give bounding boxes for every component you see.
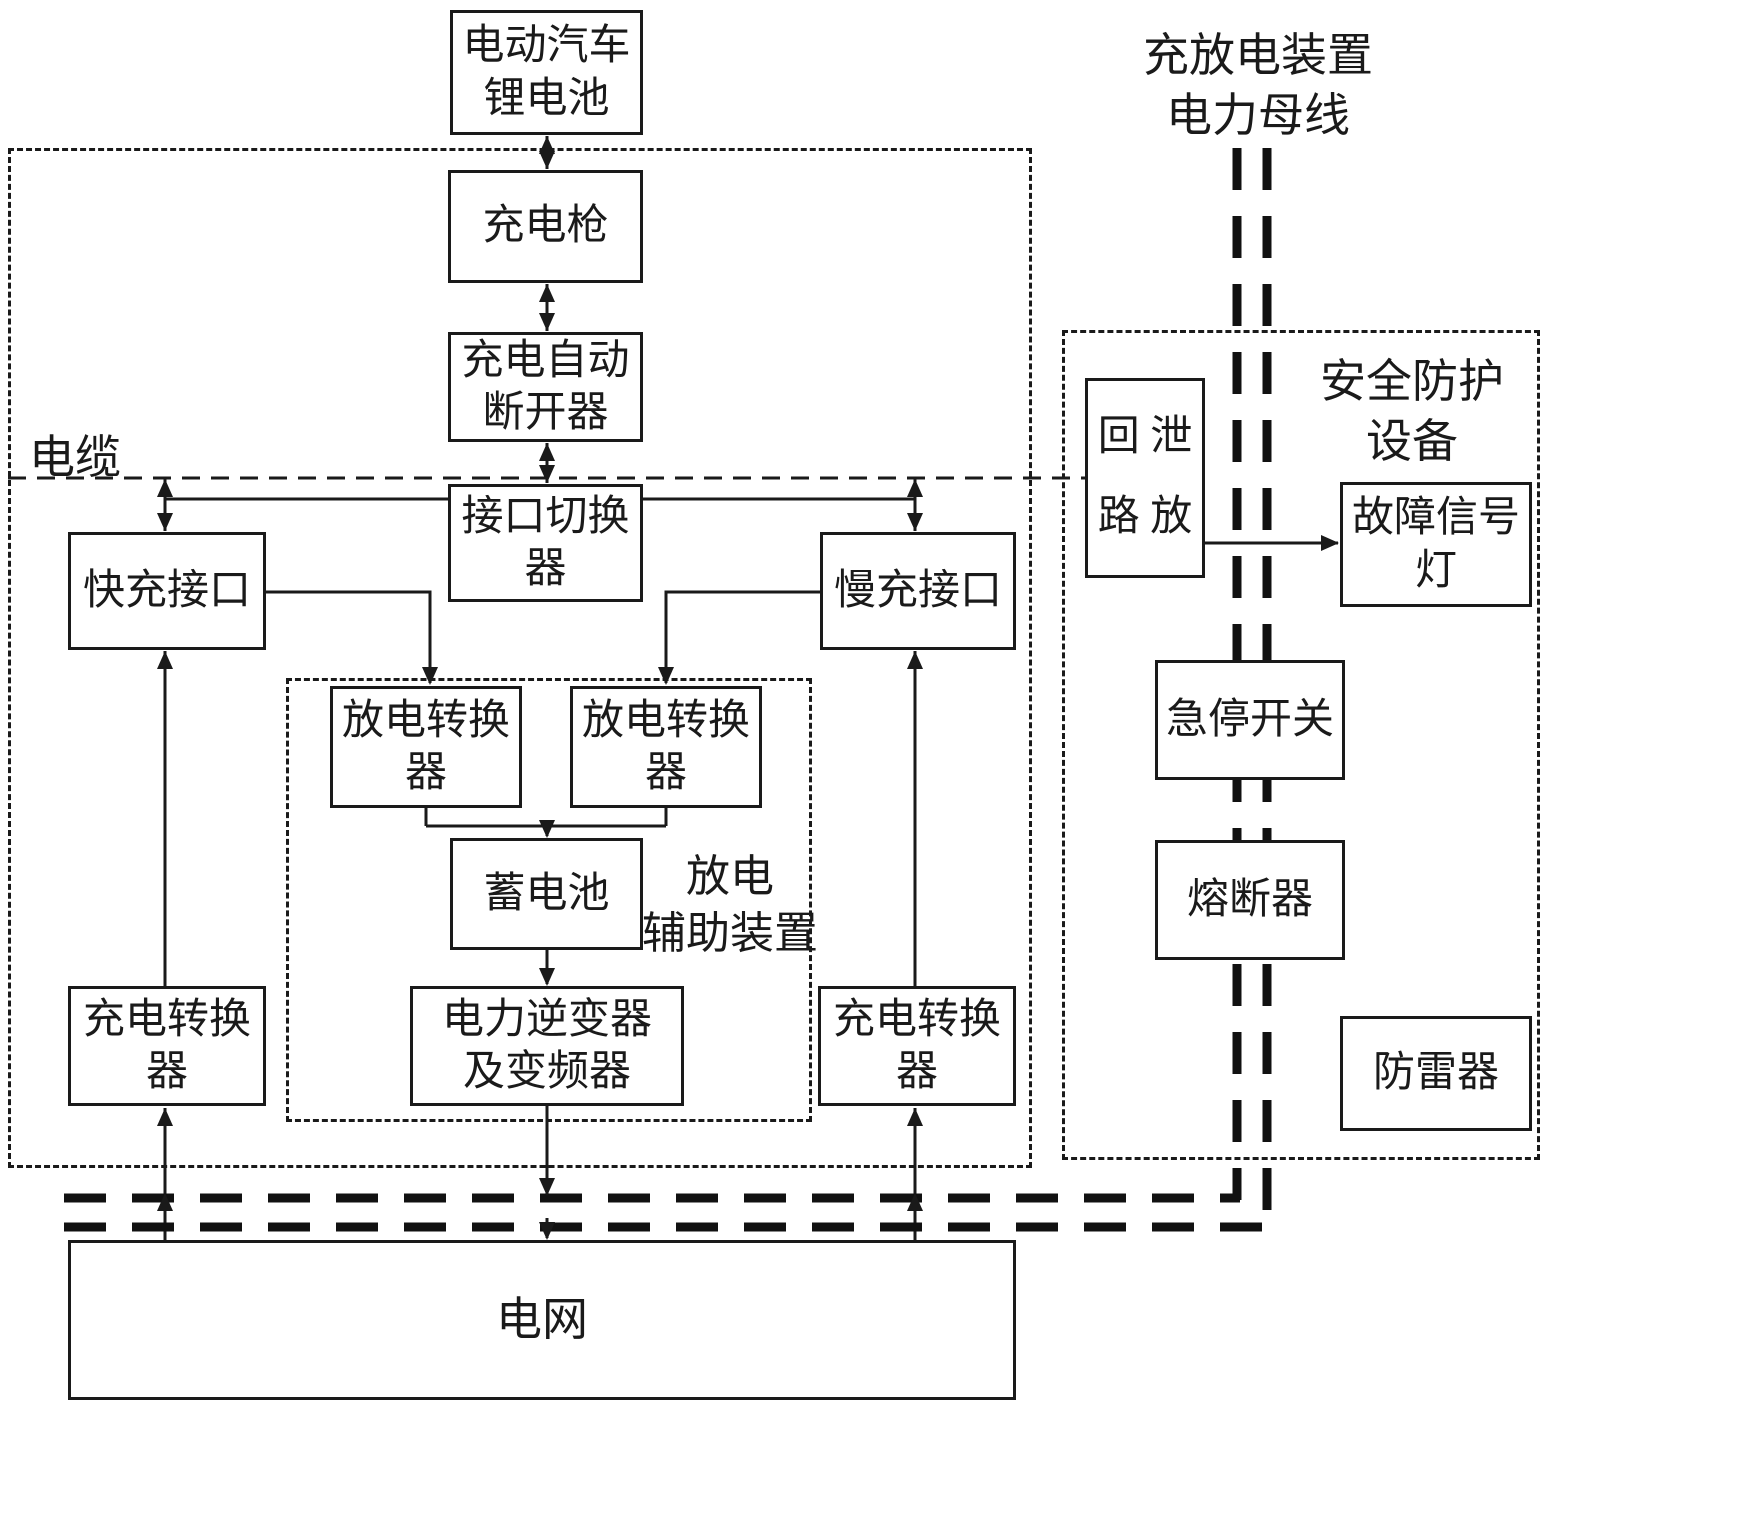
label-cable: 电缆 bbox=[20, 428, 130, 488]
safety-equipment-group-outline bbox=[1062, 330, 1540, 1160]
label-text-line: 放电 bbox=[686, 852, 774, 901]
label-text-line: 电缆 bbox=[29, 432, 121, 483]
box-text-line: 器 bbox=[145, 1049, 188, 1095]
box-text-line: 蓄电池 bbox=[483, 870, 610, 917]
box-text-line: 放电转换 bbox=[341, 697, 510, 744]
box-power-grid: 电网 bbox=[68, 1240, 1016, 1400]
box-text-line: 灯 bbox=[1414, 547, 1457, 594]
box-storage-battery: 蓄电池 bbox=[450, 838, 643, 950]
box-ev-lithium-battery: 电动汽车 锂电池 bbox=[450, 10, 643, 135]
charging-device-group-outline bbox=[8, 148, 1032, 1168]
box-text-line: 锂电池 bbox=[483, 75, 610, 122]
box-text-line: 充电转换 bbox=[832, 996, 1001, 1043]
box-interface-switcher: 接口切换 器 bbox=[448, 484, 643, 602]
box-text-line: 故障信号 bbox=[1351, 495, 1520, 541]
box-auto-disconnector: 充电自动 断开器 bbox=[448, 332, 643, 442]
discharge-aux-group-outline bbox=[286, 678, 812, 1122]
box-text-line: 电动汽车 bbox=[462, 23, 631, 69]
box-text-line: 放电转换 bbox=[581, 697, 750, 744]
box-discharge-converter-right: 放电转换 器 bbox=[570, 686, 762, 808]
box-text-line: 接口切换 bbox=[461, 493, 630, 540]
box-text-line: 充电转换 bbox=[82, 996, 251, 1043]
box-fuse: 熔断器 bbox=[1155, 840, 1345, 960]
box-text-line: 慢充接口 bbox=[833, 567, 1002, 614]
box-text-line: 充电自动 bbox=[461, 337, 630, 384]
box-slow-charge-port: 慢充接口 bbox=[820, 532, 1016, 650]
box-text-line: 急停开关 bbox=[1165, 696, 1334, 743]
box-text-line: 路 放 bbox=[1097, 494, 1193, 540]
box-text-line: 器 bbox=[895, 1049, 938, 1095]
box-text-line: 器 bbox=[524, 546, 567, 592]
label-discharge-aux-device: 放电 辅助装置 bbox=[638, 848, 822, 962]
box-bleed-circuit: 回 泄 路 放 bbox=[1085, 378, 1205, 578]
label-text-line: 安全防护 bbox=[1320, 356, 1504, 407]
box-text-line: 器 bbox=[644, 750, 687, 796]
label-text-line: 电力母线 bbox=[1166, 89, 1350, 141]
box-text-line: 器 bbox=[404, 750, 447, 796]
box-text-line: 电力逆变器 bbox=[441, 996, 652, 1043]
box-charge-converter-right: 充电转换 器 bbox=[818, 986, 1016, 1106]
box-power-inverter: 电力逆变器 及变频器 bbox=[410, 986, 684, 1106]
box-text-line: 回 泄 bbox=[1097, 414, 1193, 461]
label-text-line: 设备 bbox=[1366, 415, 1458, 467]
box-text-line: 及变频器 bbox=[462, 1049, 631, 1095]
box-text-line: 快充接口 bbox=[82, 567, 251, 614]
box-text-line: 充电枪 bbox=[482, 203, 609, 250]
box-text-line: 熔断器 bbox=[1186, 876, 1313, 923]
box-lightning-arrester: 防雷器 bbox=[1340, 1016, 1532, 1131]
box-fast-charge-port: 快充接口 bbox=[68, 532, 266, 650]
box-text-line: 电网 bbox=[496, 1294, 588, 1346]
label-text-line: 充放电装置 bbox=[1143, 30, 1373, 81]
box-discharge-converter-left: 放电转换 器 bbox=[330, 686, 522, 808]
box-emergency-stop-switch: 急停开关 bbox=[1155, 660, 1345, 780]
box-charging-gun: 充电枪 bbox=[448, 170, 643, 283]
label-text-line: 辅助装置 bbox=[642, 909, 818, 959]
label-power-bus: 充放电装置 电力母线 bbox=[1128, 26, 1388, 146]
box-fault-signal-light: 故障信号 灯 bbox=[1340, 482, 1532, 607]
box-text-line: 断开器 bbox=[482, 390, 609, 436]
box-charge-converter-left: 充电转换 器 bbox=[68, 986, 266, 1106]
box-text-line: 防雷器 bbox=[1372, 1050, 1499, 1097]
label-safety-equipment: 安全防护 设备 bbox=[1312, 352, 1512, 472]
